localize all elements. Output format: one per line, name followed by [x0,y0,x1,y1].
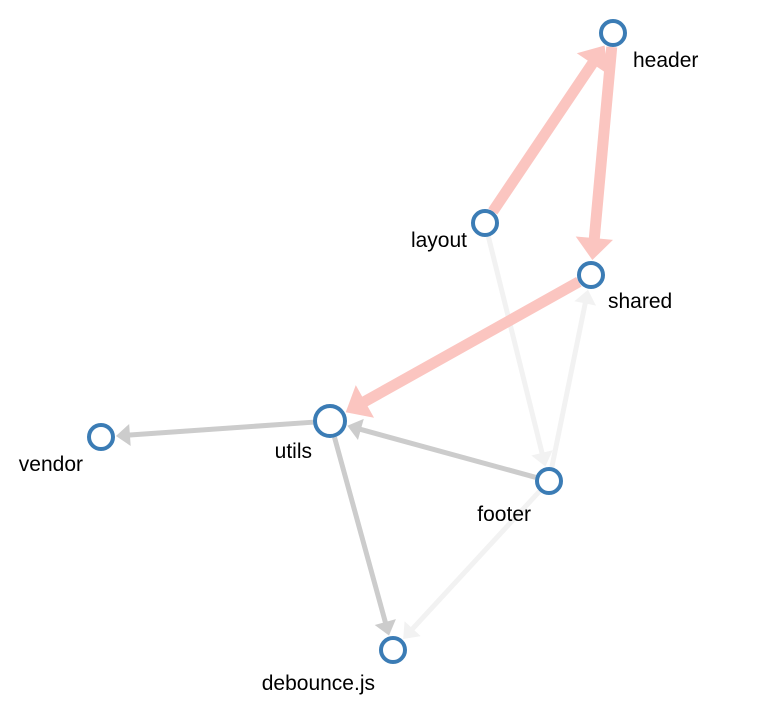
graph-edge-layout-header[interactable] [488,45,608,215]
graph-node-header[interactable] [599,19,627,47]
graph-node-label-layout: layout [410,229,467,252]
graph-edge-footer-shared[interactable] [549,289,596,468]
graph-node-label-footer: footer [477,503,531,526]
graph-edge-layout-footer[interactable] [485,235,553,467]
graph-node-layout[interactable] [471,209,499,237]
graph-node-label-utils: utils [274,440,312,463]
graph-node-debounce.js[interactable] [379,636,407,664]
graph-node-label-shared: shared [608,290,673,313]
edge-layer [115,45,618,639]
graph-edge-header-shared[interactable] [575,46,618,261]
graph-node-label-vendor: vendor [18,453,83,476]
node-layer [87,19,627,664]
graph-edge-footer-debounce[interactable] [403,489,542,639]
graph-node-label-header: header [633,49,699,72]
graph-node-utils[interactable] [313,404,347,438]
graph-node-vendor[interactable] [87,423,115,451]
graph-node-label-debounce.js: debounce.js [261,672,375,695]
graph-edge-utils-vendor[interactable] [115,419,314,446]
graph-node-shared[interactable] [577,261,605,289]
graph-edge-footer-utils[interactable] [347,418,537,480]
graph-edge-shared-utils[interactable] [345,277,582,418]
graph-node-footer[interactable] [535,467,563,495]
graph-edge-utils-debounce[interactable] [332,436,396,636]
